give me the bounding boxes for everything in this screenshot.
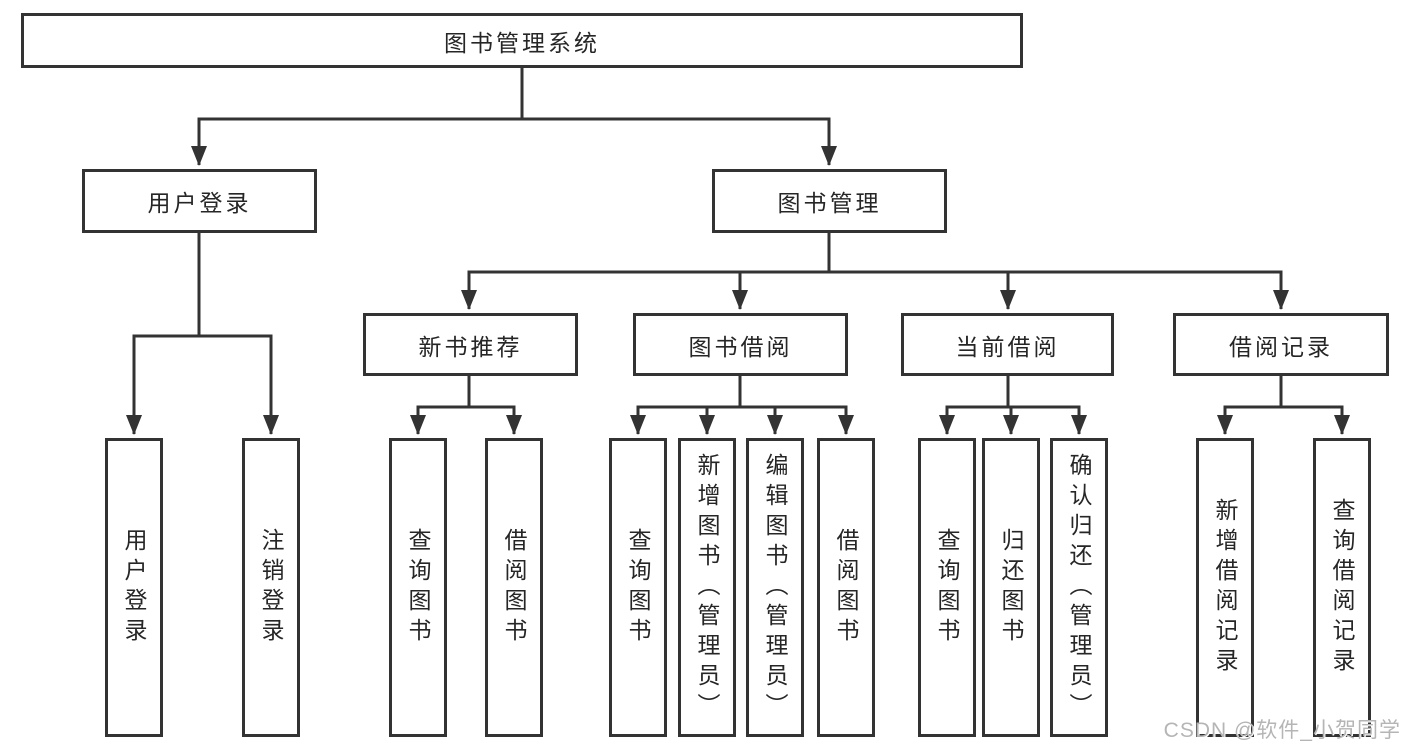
leaf-edit-book-admin: 编辑图书（管理员） — [746, 438, 804, 737]
node-book-borrow: 图书借阅 — [633, 313, 848, 376]
connector-current-borrow-trunk — [945, 376, 1081, 409]
node-new-book-recommend: 新书推荐 — [363, 313, 578, 376]
leaf-query-borrow-record: 查询借阅记录 — [1313, 438, 1371, 737]
node-borrow-records: 借阅记录 — [1173, 313, 1389, 376]
watermark: CSDN @软件_小贺同学 — [1163, 719, 1401, 742]
leaf-query-books-2: 查询图书 — [609, 438, 667, 737]
connector-new-book-trunk — [416, 376, 516, 409]
node-book-management: 图书管理 — [712, 169, 947, 233]
node-library-management-system: 图书管理系统 — [21, 13, 1023, 68]
leaf-borrow-books-1: 借阅图书 — [485, 438, 543, 737]
node-user-login: 用户登录 — [82, 169, 317, 233]
node-current-borrow: 当前借阅 — [901, 313, 1114, 376]
leaf-add-borrow-record: 新增借阅记录 — [1196, 438, 1254, 737]
leaf-add-book-admin: 新增图书（管理员） — [678, 438, 736, 737]
leaf-logout: 注销登录 — [242, 438, 300, 737]
connector-borrow-records-trunk — [1223, 376, 1344, 409]
leaf-confirm-return-admin: 确认归还（管理员） — [1050, 438, 1108, 737]
connector-user-login-trunk — [132, 233, 273, 338]
leaf-query-books-1: 查询图书 — [389, 438, 447, 737]
connector-book-borrow-trunk — [636, 376, 848, 409]
leaf-borrow-books-2: 借阅图书 — [817, 438, 875, 737]
connector-root-trunk — [197, 68, 831, 121]
leaf-query-books-3: 查询图书 — [918, 438, 976, 737]
leaf-user-login: 用户登录 — [105, 438, 163, 737]
leaf-return-book: 归还图书 — [982, 438, 1040, 737]
connector-book-management-trunk — [467, 233, 1283, 274]
